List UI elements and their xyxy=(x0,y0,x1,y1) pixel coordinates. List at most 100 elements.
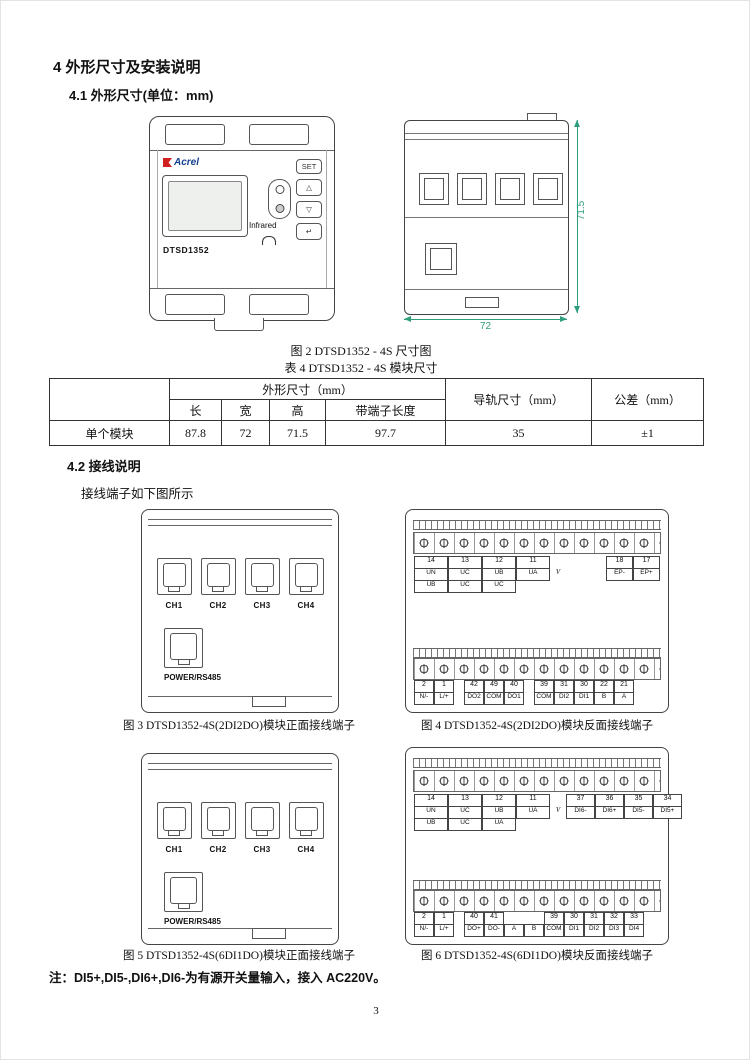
power-jack: POWER/RS485 xyxy=(164,872,221,926)
figure2-front-view: Acrel DTSD1352 Infrared SET △ ▽ ↵ xyxy=(149,116,335,331)
terminal-label: COM xyxy=(544,924,564,937)
rj45-jack-icon xyxy=(164,872,203,912)
lcd-display xyxy=(162,175,248,237)
section-heading: 4 外形尺寸及安装说明 xyxy=(53,59,201,76)
terminal-label: V xyxy=(555,806,561,814)
terminal-block xyxy=(457,173,487,205)
terminal-comb-strip xyxy=(413,758,661,768)
terminal-label: UB xyxy=(414,818,448,831)
din-rail-clip xyxy=(214,318,264,331)
tolerance-header: 公差（mm） xyxy=(591,378,705,421)
terminal-label: DO2 xyxy=(464,692,484,705)
channel-jack: CH4 xyxy=(288,558,324,610)
channel-jack: CH2 xyxy=(200,802,236,854)
table-data-row: 单个模块 87.8 72 71.5 97.7 35 ±1 xyxy=(49,420,705,446)
case-line xyxy=(148,519,332,520)
width-dimension-line xyxy=(404,315,567,324)
enter-button: ↵ xyxy=(296,223,322,240)
width-value: 72 xyxy=(221,420,270,446)
channel-jack: CH1 xyxy=(156,558,192,610)
rj45-jack-icon xyxy=(200,802,236,839)
case-line xyxy=(405,289,568,290)
terminal-label: DI1 xyxy=(574,692,594,705)
terminal-cover xyxy=(165,124,225,145)
size-table: 外形尺寸（mm） 导轨尺寸（mm） 公差（mm） 长宽高带端子长度 单个模块 8… xyxy=(49,378,705,446)
figure4-caption: 图 4 DTSD1352-4S(2DI2DO)模块反面接线端子 xyxy=(421,720,653,732)
subheader-cell: 宽 xyxy=(221,399,270,421)
terminal-label: DI4 xyxy=(624,924,644,937)
case-edge-line xyxy=(157,150,158,288)
table4-caption: 表 4 DTSD1352 - 4S 模块尺寸 xyxy=(284,361,438,375)
channel-jack-row: CH1 CH2 CH3 CH4 xyxy=(150,802,330,854)
case-line xyxy=(148,696,332,697)
brand-name: Acrel xyxy=(174,157,200,168)
terminal-label: UA xyxy=(482,818,516,831)
height-dimension-line xyxy=(573,120,582,313)
terminal-comb-strip xyxy=(413,880,661,890)
rj45-jack-icon xyxy=(288,802,324,839)
subheader-cell: 高 xyxy=(269,399,326,421)
width-dimension-label: 72 xyxy=(479,321,492,332)
terminal-block xyxy=(425,243,457,275)
down-button: ▽ xyxy=(296,201,322,218)
power-jack: POWER/RS485 xyxy=(164,628,221,682)
set-button: SET xyxy=(296,159,322,174)
screw-terminal-row xyxy=(413,770,661,792)
terminal-label: DI5- xyxy=(624,806,653,819)
terminal-label xyxy=(524,692,534,703)
lcd-screen xyxy=(168,181,242,231)
rj45-jack-icon xyxy=(156,802,192,839)
terminal-number xyxy=(504,912,524,923)
terminal-label: N/- xyxy=(414,692,434,705)
terminal-label: UB xyxy=(414,580,448,593)
subsection-4-1-heading: 4.1 外形尺寸(单位：mm) xyxy=(69,88,214,103)
case-line xyxy=(148,525,332,526)
terminal-label: DI2 xyxy=(554,692,574,705)
terminal-label: UC xyxy=(448,568,482,581)
wiring-intro-text: 接线端子如下图所示 xyxy=(81,487,194,501)
subheader-cell: 带端子长度 xyxy=(324,399,447,421)
terminal-label: B xyxy=(524,924,544,937)
terminal-label: V xyxy=(555,568,561,576)
terminal-block xyxy=(419,173,449,205)
terminal-label: DI2 xyxy=(584,924,604,937)
screw-terminal-row xyxy=(413,532,661,554)
terminal-comb-strip xyxy=(413,648,661,658)
terminal-comb-strip xyxy=(413,520,661,530)
terminal-label: N/- xyxy=(414,924,434,937)
terminal-cover xyxy=(249,294,309,315)
figure2-caption: 图 2 DTSD1352 - 4S 尺寸图 xyxy=(290,344,432,358)
terminal-label: DI6+ xyxy=(595,806,624,819)
terminal-label: A xyxy=(504,924,524,937)
terminal-label: DI1 xyxy=(564,924,584,937)
terminal-label: L/+ xyxy=(434,692,454,705)
case-line xyxy=(405,133,568,134)
rj45-jack-icon xyxy=(288,558,324,595)
terminal-label: DI6- xyxy=(566,806,595,819)
terminal-number xyxy=(454,680,464,691)
model-label: DTSD1352 xyxy=(163,245,210,255)
din-rail-clip xyxy=(465,297,499,308)
terminal-number: 22 xyxy=(594,680,614,693)
din-rail-clip xyxy=(252,696,286,707)
terminal-number: 30 xyxy=(564,912,584,925)
height-value: 71.5 xyxy=(269,420,326,446)
length-value: 87.8 xyxy=(169,420,222,446)
channel-label: CH4 xyxy=(297,845,315,854)
rj45-jack-icon xyxy=(164,628,203,668)
screw-terminal-row xyxy=(413,658,661,680)
channel-label: CH3 xyxy=(253,845,271,854)
terminal-number: 39 xyxy=(544,912,564,925)
channel-label: CH2 xyxy=(209,845,227,854)
power-label: POWER/RS485 xyxy=(164,673,221,682)
row-label: 单个模块 xyxy=(49,420,170,446)
infrared-led-icon xyxy=(275,185,284,194)
